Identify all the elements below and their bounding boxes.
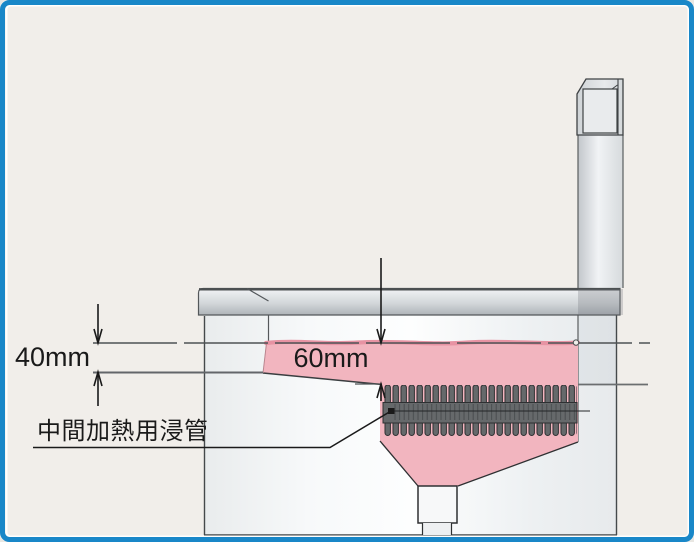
dim-40-arrow-down [93,328,103,346]
outlet-box [417,485,458,524]
liquid-left-edge [262,342,267,374]
pipe-leader-line [33,410,392,449]
drain-outlet [417,485,458,535]
cap-inner [582,88,618,134]
pipe-tick-hatch [393,404,576,420]
pipe-leader [33,408,395,449]
duct-column [578,135,623,288]
dim-60mm-label: 60mm [293,343,368,373]
funnel-left-edge [379,440,419,487]
dim-40mm [93,304,103,406]
cap-corner-line [611,84,618,90]
pipe-fins-top [383,385,577,405]
pipe-fins-bottom [383,420,577,437]
rim-notch-line [246,287,269,302]
duct-rim-overlap [578,289,623,315]
funnel-right-edge [457,441,579,487]
duct-cap [576,78,624,136]
reference-lines [93,339,650,386]
frame-inner-white-line [5,4,690,538]
dim-60-arrow-up [376,381,386,399]
dim-40mm-label: 40mm [15,342,90,372]
dim-60-arrow-down [376,328,386,346]
pipe-leader-end-square [388,408,395,414]
dim-40-arrow-up [93,369,103,387]
outlet-neck [422,523,452,535]
pipe-label: 中間加熱用浸管 [37,418,209,445]
liquid-lower-left-edge [262,372,383,386]
dim-60mm [376,258,386,401]
tank-rim [197,287,623,316]
right-wall-channel [578,315,617,385]
immersion-pipe [382,385,590,437]
level-line-marker-circle [572,339,580,346]
rim-bar [197,287,621,316]
